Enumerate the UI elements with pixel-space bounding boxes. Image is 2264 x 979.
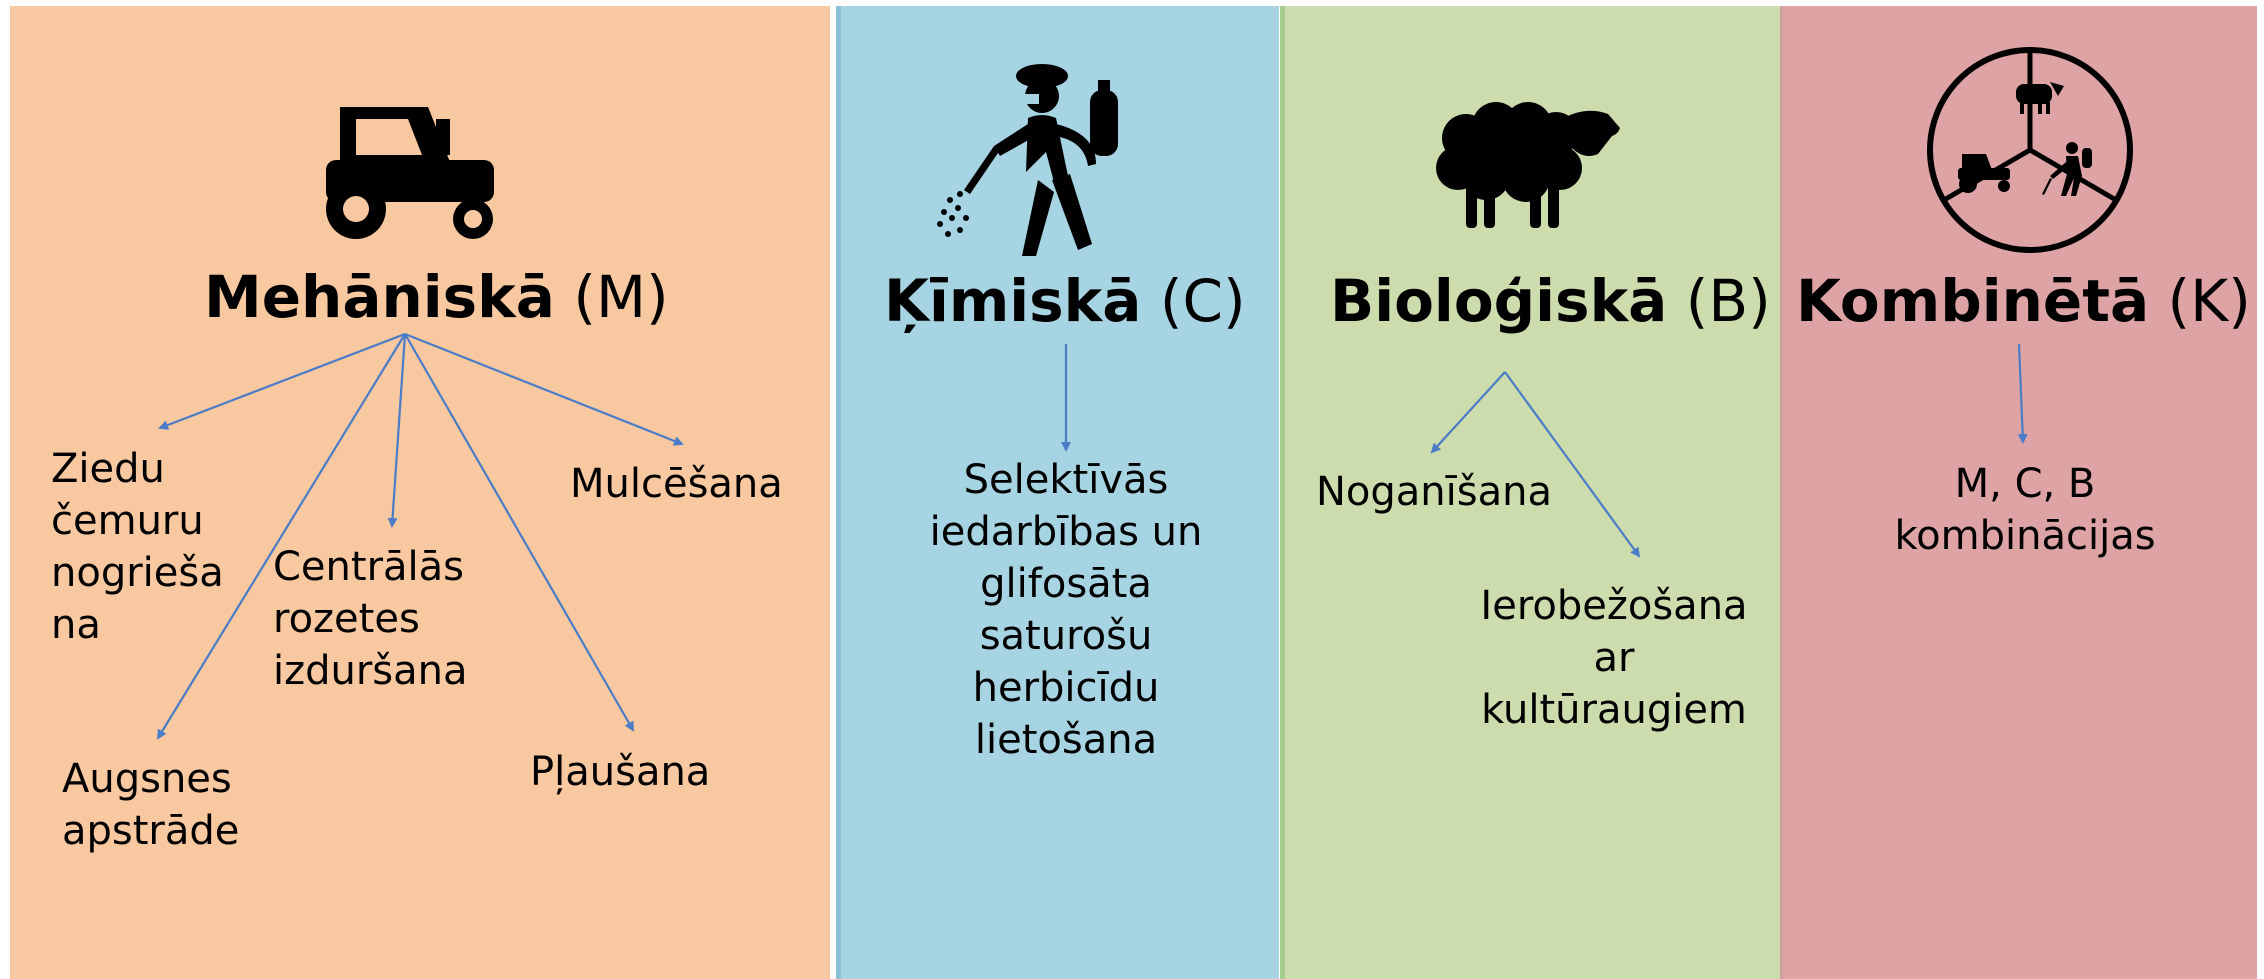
title-biological: Bioloģiskā (B) bbox=[1330, 272, 1771, 330]
label-line: apstrāde bbox=[62, 808, 240, 854]
panel-combined bbox=[1780, 6, 2257, 979]
label-line: Augsnes bbox=[62, 756, 232, 802]
label-line: kombinācijas bbox=[1894, 513, 2156, 559]
label-line: saturošu bbox=[979, 613, 1153, 659]
label-line: Ziedu bbox=[51, 446, 165, 492]
label-line: izduršana bbox=[273, 648, 468, 694]
mini-sheep-icon bbox=[2016, 82, 2064, 114]
tractor-icon bbox=[326, 107, 494, 239]
label-mulching: Mulcēšana bbox=[570, 458, 783, 510]
sprayer-person-icon bbox=[937, 64, 1118, 256]
title-combined: Kombinētā (K) bbox=[1796, 272, 2251, 330]
arrow-m-mowing bbox=[404, 333, 634, 732]
title-biological-name: Bioloģiskā bbox=[1330, 267, 1668, 335]
label-line: rozetes bbox=[273, 596, 420, 642]
label-line: nogrieša bbox=[51, 550, 224, 596]
combined-methods-icon bbox=[1927, 47, 2133, 253]
label-soil-tillage: Augsnes apstrāde bbox=[62, 753, 239, 857]
mini-tractor-icon bbox=[1958, 154, 2010, 193]
title-mechanical-code: (M) bbox=[573, 263, 669, 331]
sheep-icon bbox=[1436, 102, 1620, 228]
label-line: ar bbox=[1593, 635, 1635, 681]
label-line: čemuru bbox=[51, 498, 204, 544]
label-line: glifosāta bbox=[980, 561, 1152, 607]
label-line: M, C, B bbox=[1954, 461, 2096, 507]
label-line: Mulcēšana bbox=[570, 461, 783, 507]
arrow-b-grazing bbox=[1430, 371, 1506, 454]
label-rosette-piercing: Centrālās rozetes izduršana bbox=[273, 541, 468, 697]
label-line: herbicīdu bbox=[972, 665, 1160, 711]
label-grazing: Noganīšana bbox=[1316, 466, 1552, 518]
label-line: Selektīvās bbox=[963, 457, 1169, 503]
arrow-b-crop bbox=[1504, 371, 1641, 558]
mini-sprayer-icon bbox=[2042, 142, 2092, 196]
label-flower-stem-cutting: Ziedu čemuru nogrieša na bbox=[51, 443, 224, 651]
title-chemical: Ķīmiskā (C) bbox=[884, 272, 1246, 330]
label-herbicides: Selektīvās iedarbības un glifosāta satur… bbox=[906, 454, 1226, 766]
arrow-m-soil bbox=[156, 333, 406, 740]
arrow-m-rosette bbox=[387, 333, 407, 528]
label-line: kultūraugiem bbox=[1481, 687, 1747, 733]
title-biological-code: (B) bbox=[1685, 267, 1771, 335]
label-combinations: M, C, B kombinācijas bbox=[1860, 458, 2190, 562]
label-line: na bbox=[51, 602, 101, 648]
title-combined-name: Kombinētā bbox=[1796, 267, 2150, 335]
arrow-m-mulching bbox=[404, 332, 684, 446]
label-crop-restriction: Ierobežošana ar kultūraugiem bbox=[1456, 580, 1772, 736]
label-line: lietošana bbox=[974, 717, 1158, 763]
title-combined-code: (K) bbox=[2167, 267, 2251, 335]
title-mechanical-name: Mehāniskā bbox=[204, 263, 555, 331]
label-line: Pļaušana bbox=[530, 749, 711, 795]
title-chemical-code: (C) bbox=[1159, 267, 1246, 335]
title-chemical-name: Ķīmiskā bbox=[884, 267, 1142, 335]
label-line: iedarbības un bbox=[929, 509, 1203, 555]
label-line: Centrālās bbox=[273, 544, 464, 590]
label-line: Ierobežošana bbox=[1480, 583, 1748, 629]
title-mechanical: Mehāniskā (M) bbox=[204, 268, 669, 326]
label-mowing: Pļaušana bbox=[530, 746, 710, 798]
arrow-k-combinations bbox=[2017, 343, 2028, 444]
label-line: Noganīšana bbox=[1316, 469, 1552, 515]
arrow-m-flower bbox=[158, 332, 406, 430]
